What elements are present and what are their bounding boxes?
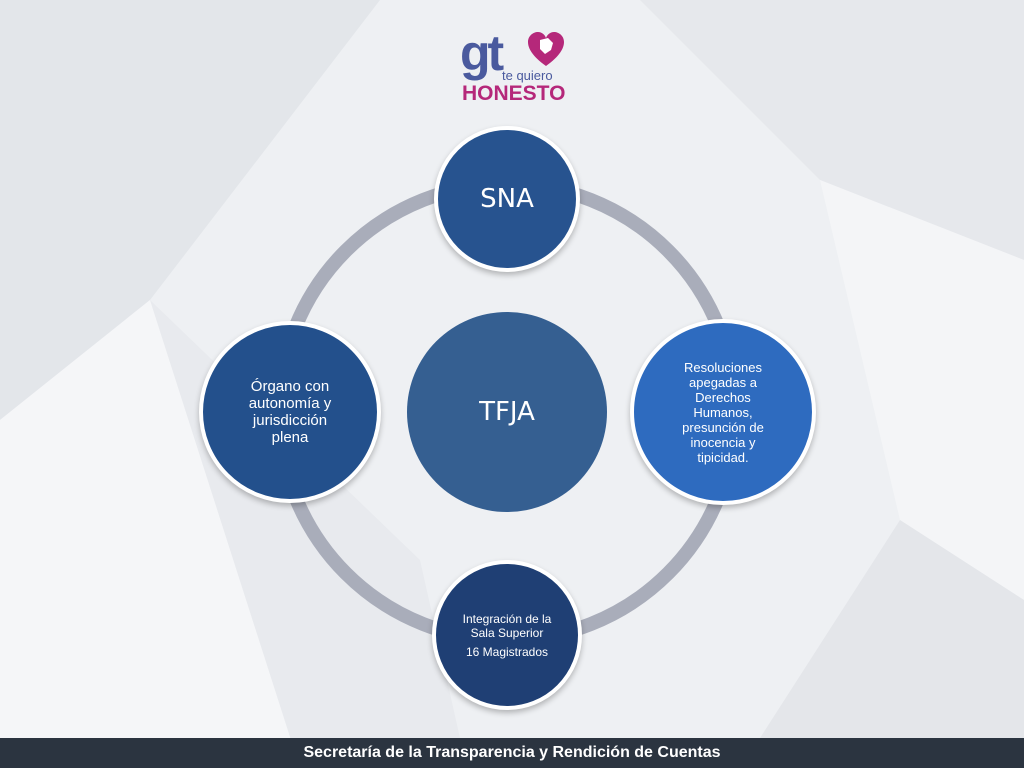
node-right-line: Humanos, <box>693 404 753 420</box>
node-right-line: Derechos <box>695 389 751 405</box>
logo: gt te quiero HONESTO <box>458 26 568 106</box>
node-bottom: Integración de la Sala Superior 16 Magis… <box>432 560 582 710</box>
node-right-line: tipicidad. <box>697 449 749 465</box>
node-bottom-text: Integración de la Sala Superior 16 Magis… <box>463 612 552 659</box>
node-left-line: Órgano con <box>250 378 330 395</box>
node-left-line: plena <box>271 429 309 446</box>
logo-mark: gt <box>460 25 504 81</box>
node-left-line: jurisdicción <box>252 412 328 429</box>
center-node: TFJA <box>407 312 607 512</box>
node-left: Órgano con autonomía y jurisdicción plen… <box>199 321 381 503</box>
logo-word: HONESTO <box>462 82 566 105</box>
heart-map-icon <box>528 32 564 66</box>
node-bottom-line: Sala Superior <box>470 625 544 640</box>
node-right-line: Resoluciones <box>683 359 763 375</box>
logo-tagline: te quiero <box>502 68 553 83</box>
footer-bar: Secretaría de la Transparencia y Rendici… <box>0 738 1024 768</box>
node-bottom-extra: 16 Magistrados <box>465 644 549 659</box>
node-left-text: Órgano con autonomía y jurisdicción plen… <box>249 378 332 446</box>
node-right-text: Resoluciones apegadas a Derechos Humanos… <box>682 360 764 465</box>
node-top-label: SNA <box>480 184 534 214</box>
node-top: SNA <box>434 126 580 272</box>
node-right: Resoluciones apegadas a Derechos Humanos… <box>630 319 816 505</box>
footer-text: Secretaría de la Transparencia y Rendici… <box>303 744 721 761</box>
center-label: TFJA <box>479 397 535 427</box>
node-bottom-line: Integración de la <box>462 611 552 626</box>
node-right-line: apegadas a <box>689 374 757 390</box>
node-right-line: presunción de <box>682 419 764 435</box>
node-left-line: autonomía y <box>248 395 332 412</box>
node-right-line: inocencia y <box>690 434 756 450</box>
